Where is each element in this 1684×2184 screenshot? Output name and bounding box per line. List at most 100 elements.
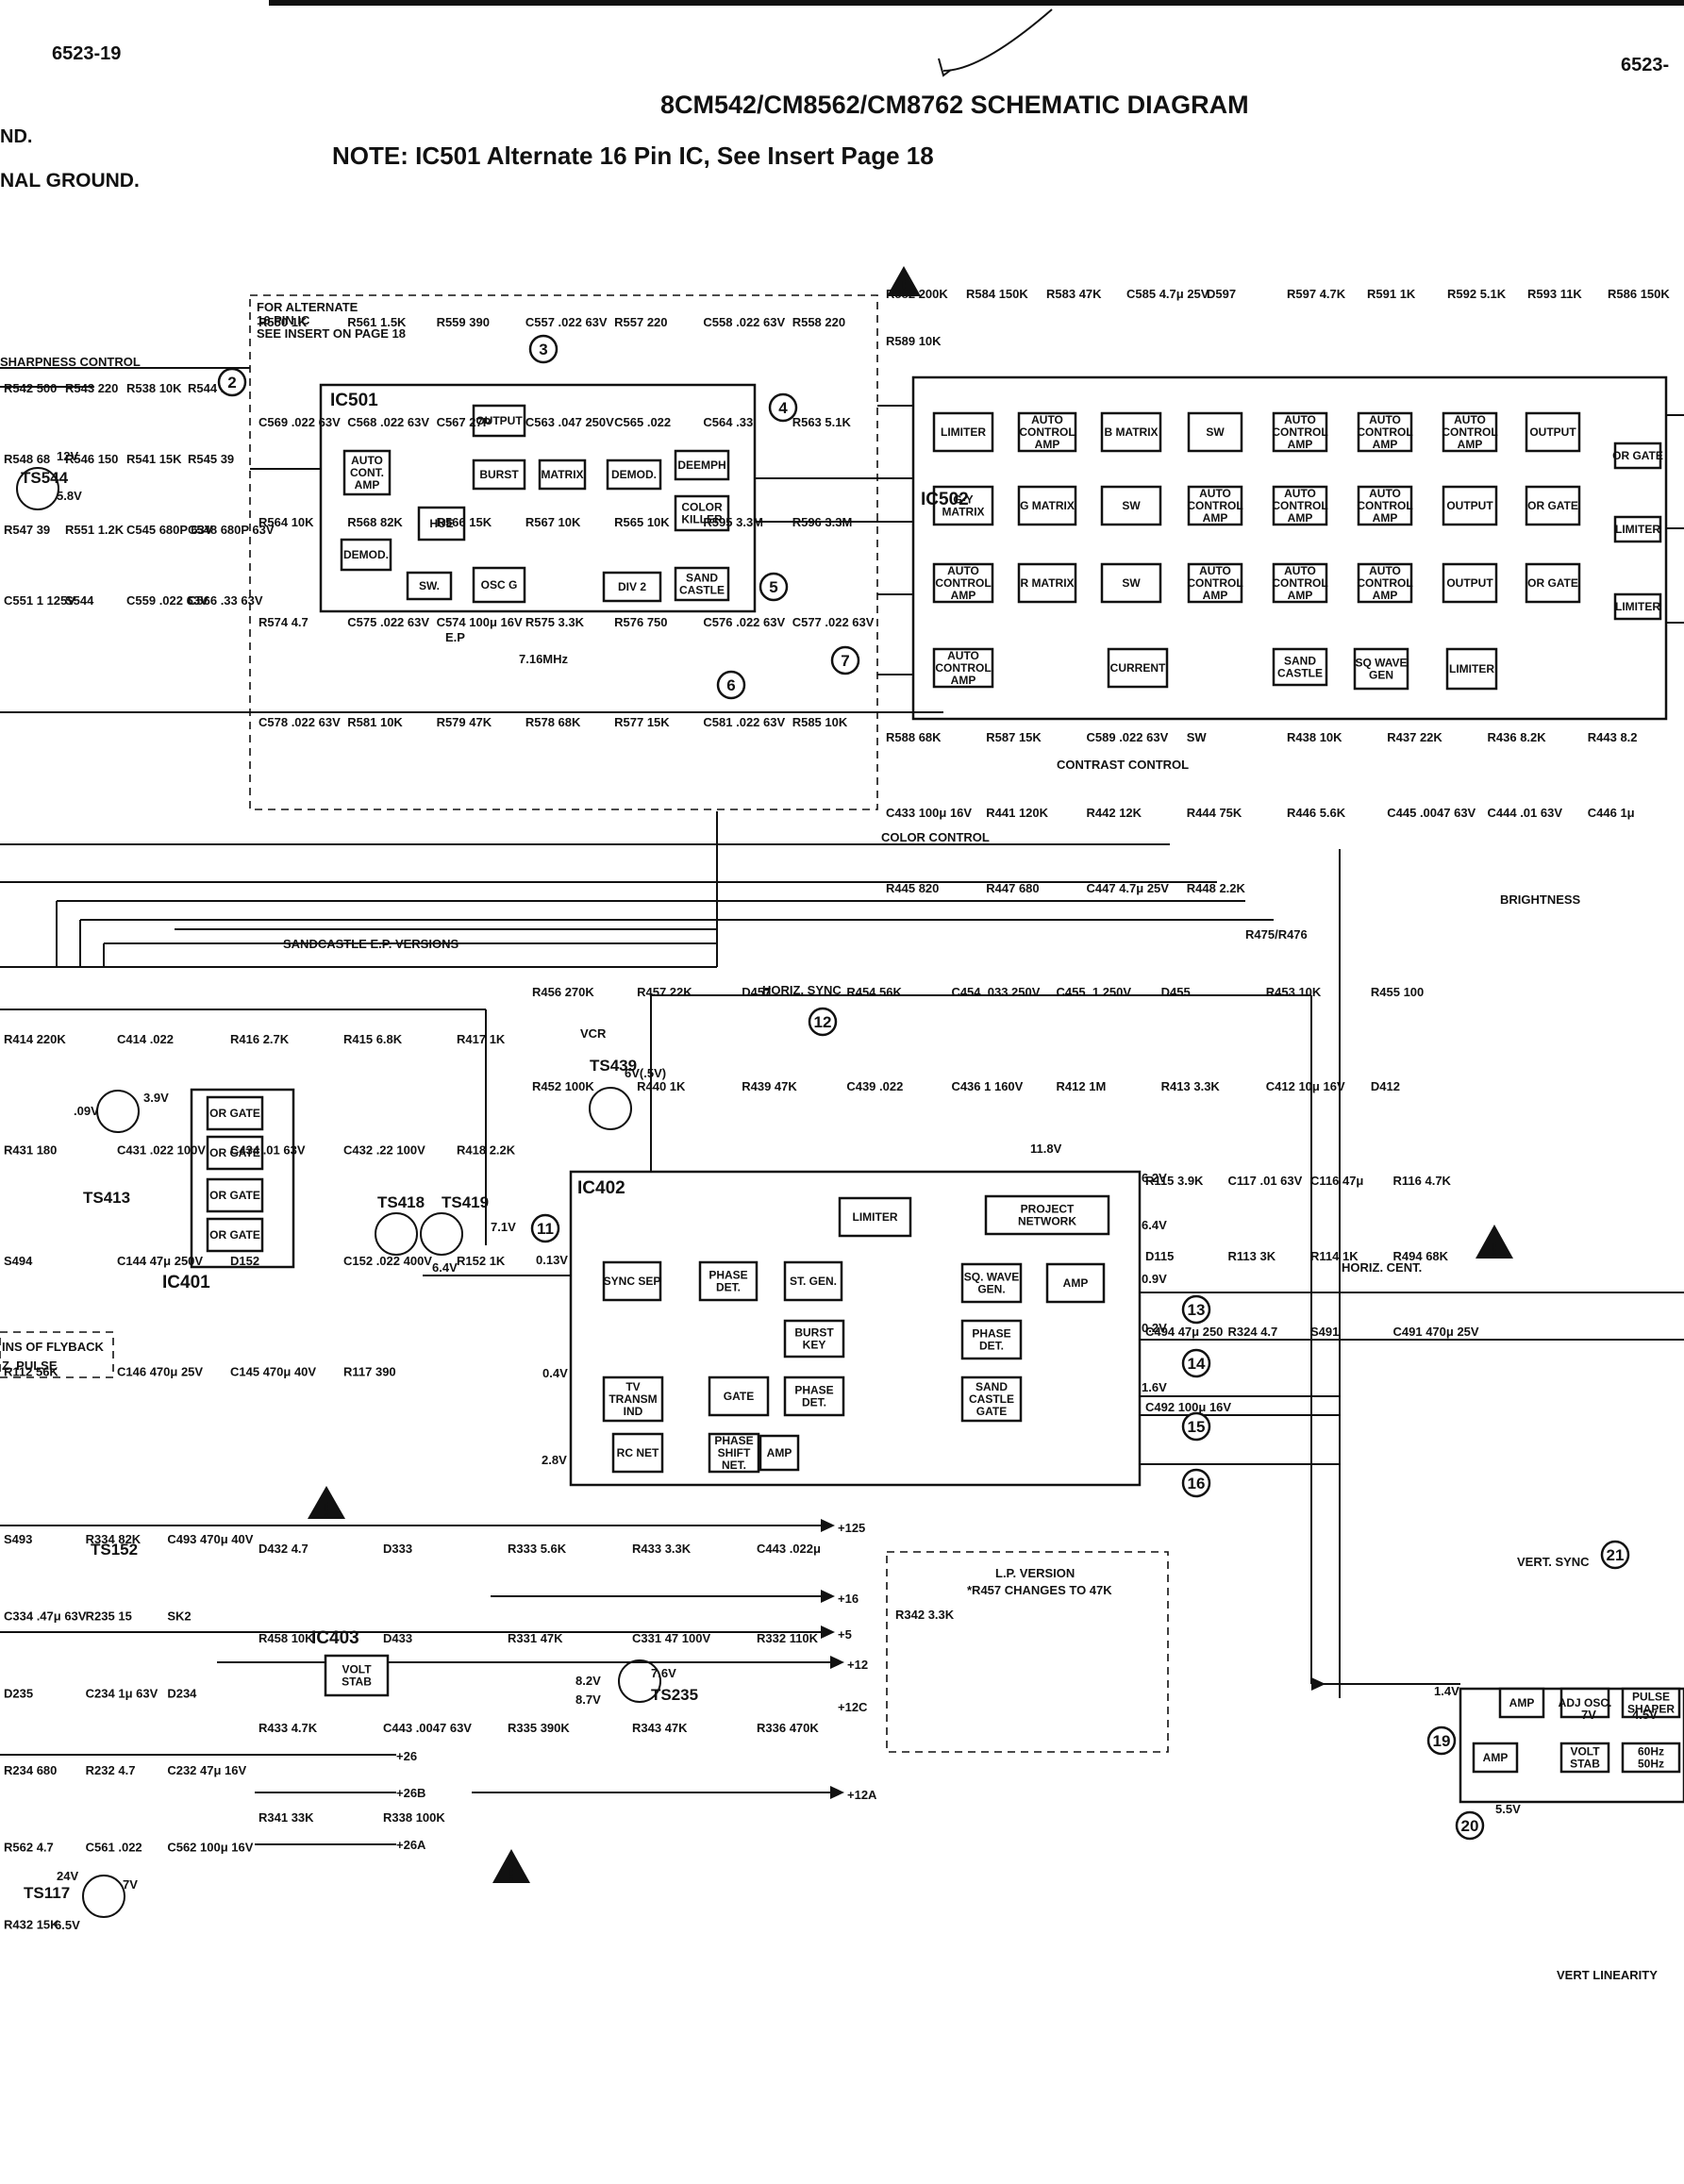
test-point-number: 15 bbox=[1188, 1418, 1206, 1436]
test-point-number: 13 bbox=[1188, 1301, 1206, 1319]
rail-label: +125 bbox=[838, 1521, 865, 1535]
component-label: C589 .022 63V bbox=[1087, 730, 1169, 744]
component-label: R113 3K bbox=[1228, 1249, 1276, 1263]
component-label: R439 47K bbox=[742, 1079, 797, 1093]
brightness-label: BRIGHTNESS bbox=[1500, 892, 1581, 907]
transistor-label: TS419 bbox=[442, 1193, 489, 1211]
ic401-block: OR GATE bbox=[206, 1217, 264, 1253]
voltage-label: 8.2V bbox=[575, 1674, 601, 1688]
component-label: C577 .022 63V bbox=[792, 615, 875, 629]
component-label: R581 10K bbox=[347, 715, 403, 729]
test-point-number: 4 bbox=[778, 399, 788, 417]
ic502-block-label: OR GATE bbox=[1527, 499, 1578, 512]
component-label: C117 .01 63V bbox=[1228, 1174, 1303, 1188]
component-label: C432 .22 100V bbox=[343, 1143, 425, 1158]
ic502-block-label: LIMITER bbox=[1615, 600, 1660, 613]
r475-label: R475/R476 bbox=[1245, 927, 1308, 942]
component-label: C434 .01 63V bbox=[230, 1143, 306, 1158]
component-label: R418 2.2K bbox=[457, 1143, 516, 1158]
ic402-block-label: LIMITER bbox=[853, 1210, 898, 1224]
component-label: R566 15K bbox=[437, 515, 492, 529]
component-label: R547 39 bbox=[4, 523, 50, 537]
component-label: C581 .022 63V bbox=[703, 715, 785, 729]
test-point: 16 bbox=[1181, 1468, 1211, 1498]
component-label: D433 bbox=[383, 1631, 412, 1645]
test-point: 4 bbox=[768, 392, 798, 423]
ic502-block: R MATRIX bbox=[1017, 562, 1077, 604]
component-label: R333 5.6K bbox=[508, 1542, 567, 1556]
component-label: D457 bbox=[742, 985, 771, 999]
ic502-block-label: OUTPUT bbox=[1529, 425, 1576, 439]
component-label: C116 47μ bbox=[1310, 1174, 1363, 1188]
rail-arrows bbox=[821, 1519, 1326, 1799]
component-label: R232 4.7 bbox=[86, 1763, 136, 1777]
component-label: R442 12K bbox=[1087, 806, 1142, 820]
component-label: C443 .022μ bbox=[757, 1542, 821, 1556]
voltage-label: 0.4V bbox=[542, 1366, 568, 1380]
ic402-block: RC NET bbox=[611, 1432, 664, 1474]
warning-icon bbox=[308, 266, 1513, 1883]
component-label: R574 4.7 bbox=[258, 615, 308, 629]
vcr-label: VCR bbox=[580, 1026, 607, 1041]
component-label: D234 bbox=[167, 1686, 197, 1700]
test-point-number: 6 bbox=[726, 676, 735, 694]
ic502-block-label: CURRENT bbox=[1110, 661, 1166, 675]
ic402-block-label: AMP bbox=[767, 1446, 792, 1459]
component-label: R557 220 bbox=[614, 315, 667, 329]
component-label: R441 120K bbox=[986, 806, 1048, 820]
component-label: D235 bbox=[4, 1686, 33, 1700]
voltage-label: 0.13V bbox=[536, 1253, 568, 1267]
component-label: R343 47K bbox=[632, 1721, 688, 1735]
voltage-label: 7.1V bbox=[491, 1220, 516, 1234]
ic502-block: OR GATE bbox=[1525, 562, 1581, 604]
component-label: R567 10K bbox=[525, 515, 581, 529]
component-label: D412 bbox=[1371, 1079, 1400, 1093]
component-label: R538 10K bbox=[126, 381, 182, 395]
component-label: R558 220 bbox=[792, 315, 845, 329]
rail-label: +26 bbox=[396, 1749, 417, 1763]
contrast-control-label: CONTRAST CONTROL bbox=[1057, 758, 1189, 772]
component-label: C331 47 100V bbox=[632, 1631, 710, 1645]
component-label: R331 47K bbox=[508, 1631, 563, 1645]
rail-label: +26B bbox=[396, 1786, 425, 1800]
test-point-number: 21 bbox=[1607, 1546, 1625, 1564]
component-label: D597 bbox=[1207, 287, 1236, 301]
component-label: R568 82K bbox=[347, 515, 403, 529]
component-label: SK2 bbox=[167, 1609, 191, 1624]
rail-label: +12C bbox=[838, 1700, 868, 1714]
component-label: R575 3.3K bbox=[525, 615, 585, 629]
component-label: R577 15K bbox=[614, 715, 670, 729]
component-label: C566 .33 63V bbox=[188, 593, 263, 608]
vert-sync-label: VERT. SYNC bbox=[1517, 1555, 1590, 1569]
voltage-label: 6.4V bbox=[432, 1260, 458, 1275]
component-label: R562 4.7 bbox=[4, 1841, 54, 1855]
component-label: R458 10K bbox=[258, 1631, 314, 1645]
component-label: C491 470μ 25V bbox=[1393, 1325, 1479, 1339]
sharpness-label: SHARPNESS CONTROL bbox=[0, 355, 141, 369]
test-point: 13 bbox=[1181, 1294, 1211, 1325]
component-label: C144 47μ 250V bbox=[117, 1254, 203, 1268]
rail-label: +5 bbox=[838, 1627, 852, 1642]
ic502-block: B MATRIX bbox=[1100, 411, 1162, 453]
horiz-cent-label: HORIZ. CENT. bbox=[1342, 1260, 1422, 1275]
ic401-block-label: OR GATE bbox=[209, 1107, 260, 1120]
ic501-note: NOTE: IC501 Alternate 16 Pin IC, See Ins… bbox=[332, 142, 934, 170]
component-label: C439 .022 bbox=[846, 1079, 903, 1093]
ic501-block-label: MATRIX bbox=[541, 468, 583, 481]
test-point-number: 20 bbox=[1461, 1817, 1479, 1835]
component-label: R115 3.9K bbox=[1145, 1174, 1204, 1188]
